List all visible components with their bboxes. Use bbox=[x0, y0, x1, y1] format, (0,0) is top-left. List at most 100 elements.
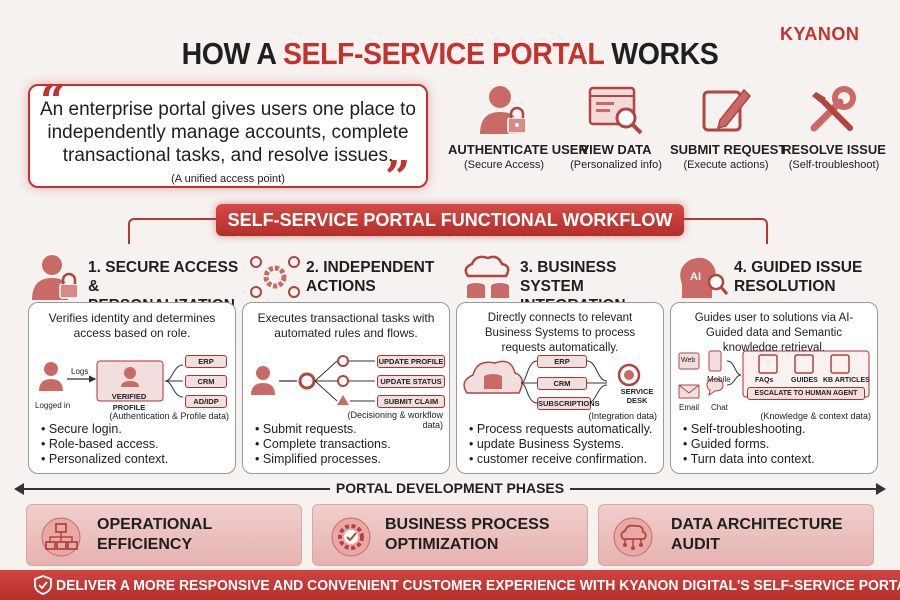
arrow-left-icon bbox=[14, 483, 24, 495]
bullet: Guided forms. bbox=[683, 437, 815, 452]
bullet: Complete transactions. bbox=[255, 437, 391, 452]
bullet: Secure login. bbox=[41, 422, 168, 437]
shield-check-icon bbox=[34, 575, 52, 595]
bullet: Personalized context. bbox=[41, 452, 169, 467]
service-desk-label: SERVICE DESK bbox=[620, 387, 654, 405]
column-3-description: Directly connects to relevant Business S… bbox=[484, 312, 636, 354]
org-chart-icon bbox=[41, 517, 81, 557]
column-4-header: AI 4. GUIDED ISSUE RESOLUTION bbox=[676, 254, 886, 300]
phases-label: PORTAL DEVELOPMENT PHASES bbox=[330, 480, 570, 496]
user-lock-icon bbox=[480, 86, 527, 134]
step-authenticate-user-title: AUTHENTICATE USER bbox=[448, 142, 588, 157]
crm-tag: CRM bbox=[537, 377, 587, 390]
kb-guides-label: GUIDES bbox=[791, 377, 818, 384]
column-2-bullets: Submit requests. Complete transactions. … bbox=[255, 422, 391, 467]
column-4-title: 4. GUIDED ISSUE RESOLUTION bbox=[734, 259, 863, 295]
page-title: HOW A SELF-SERVICE PORTAL WORKS bbox=[181, 36, 719, 71]
column-4-caption: (Knowledge & context data) bbox=[760, 411, 871, 421]
erp-tag: ERP bbox=[537, 355, 587, 368]
bullet: Submit requests. bbox=[255, 422, 391, 437]
phase-1-title: OPERATIONAL EFFICIENCY bbox=[97, 516, 212, 553]
column-2-header: 2. INDEPENDENT ACTIONS bbox=[248, 254, 458, 300]
column-3-bullets: Process requests automatically. update B… bbox=[469, 422, 653, 467]
column-2-card: Executes transactional tasks with automa… bbox=[242, 302, 450, 474]
brand-logo: KYANON bbox=[780, 24, 860, 44]
column-3-header: 3. BUSINESS SYSTEM INTEGRATION bbox=[462, 254, 672, 314]
phase-data-architecture-audit: DATA ARCHITECTURE AUDIT bbox=[598, 504, 874, 566]
close-quote-icon: ” bbox=[385, 152, 411, 203]
step-resolve-issue: RESOLVE ISSUE (Self-troubleshoot) bbox=[778, 84, 890, 171]
step-submit-request: SUBMIT REQUEST (Execute actions) bbox=[670, 84, 787, 171]
bullet: customer receive confirmation. bbox=[469, 452, 652, 467]
pencil-edit-icon bbox=[702, 88, 752, 132]
step-submit-request-sub: (Execute actions) bbox=[683, 159, 769, 171]
bullet: Simplified processes. bbox=[255, 452, 391, 467]
integration-diagram bbox=[463, 360, 641, 404]
kb-faqs-label: FAQs bbox=[755, 377, 774, 384]
browser-magnifier-icon bbox=[588, 86, 643, 135]
step-submit-request-title: SUBMIT REQUEST bbox=[670, 142, 787, 157]
cloud-network-icon bbox=[613, 517, 653, 557]
step-resolve-issue-sub: (Self-troubleshoot) bbox=[788, 159, 880, 171]
update-profile-tag: UPDATE PROFILE bbox=[377, 355, 445, 368]
svg-text:AI: AI bbox=[690, 271, 701, 283]
wrench-screwdriver-icon bbox=[810, 86, 856, 132]
gears-network-icon bbox=[250, 256, 300, 298]
update-status-tag: UPDATE STATUS bbox=[377, 375, 445, 388]
phase-3-title: DATA ARCHITECTURE AUDIT bbox=[671, 516, 843, 553]
column-1-card: Verifies identity and determines access … bbox=[28, 302, 236, 474]
open-quote-icon: “ bbox=[40, 76, 66, 127]
footer-banner: DELIVER A MORE RESPONSIVE AND CONVENIENT… bbox=[0, 570, 900, 600]
phase-operational-efficiency: OPERATIONAL EFFICIENCY bbox=[26, 504, 302, 566]
phase-business-process-optimization: BUSINESS PROCESS OPTIMIZATION bbox=[312, 504, 588, 566]
column-2-caption: (Decisioning & workflow data) bbox=[347, 410, 443, 430]
column-3-caption: (Integration data) bbox=[588, 411, 657, 421]
bullet: Process requests automatically. bbox=[469, 422, 653, 437]
bullet: Role-based access. bbox=[41, 437, 168, 452]
step-authenticate-user-sub: (Secure Access) bbox=[463, 159, 545, 171]
escalate-button: ESCALATE TO HUMAN AGENT bbox=[747, 387, 865, 400]
user-lock-icon bbox=[32, 255, 79, 300]
intro-quote-subtitle: (A unified access point) bbox=[171, 173, 285, 185]
column-1-bullets: Secure login. Role-based access. Persona… bbox=[41, 422, 169, 467]
gear-check-icon bbox=[331, 517, 371, 557]
workflow-banner: SELF-SERVICE PORTAL FUNCTIONAL WORKFLOW bbox=[216, 204, 684, 236]
step-resolve-issue-title: RESOLVE ISSUE bbox=[782, 142, 886, 157]
bullet: update Business Systems. bbox=[469, 437, 652, 452]
column-3-card: Directly connects to relevant Business S… bbox=[456, 302, 664, 474]
column-2-title: 2. INDEPENDENT ACTIONS bbox=[306, 259, 435, 295]
subscriptions-tag: SUBSCRIPTIONS bbox=[537, 397, 600, 410]
step-view-data-sub: (Personalized info) bbox=[570, 159, 662, 171]
channel-chat-label: Chat bbox=[711, 403, 728, 412]
step-view-data: VIEW DATA (Personalized info) bbox=[560, 84, 672, 171]
intro-quote-text: An enterprise portal gives users one pla… bbox=[40, 99, 416, 166]
phase-2-title: BUSINESS PROCESS OPTIMIZATION bbox=[385, 516, 550, 553]
column-1-description: Verifies identity and determines access … bbox=[48, 311, 216, 340]
step-view-data-title: VIEW DATA bbox=[580, 142, 652, 157]
column-1-header: 1. SECURE ACCESS & PERSONALIZATION bbox=[30, 254, 240, 314]
arrow-right-icon bbox=[876, 483, 886, 495]
kb-articles-label: KB ARTICLES bbox=[823, 377, 870, 384]
logs-label: Logs bbox=[71, 367, 89, 376]
action-flow-diagram bbox=[251, 355, 375, 405]
channel-web-label: Web bbox=[681, 357, 696, 364]
column-1-caption: (Authentication & Profile data) bbox=[109, 411, 229, 421]
erp-tag: ERP bbox=[185, 355, 227, 368]
cloud-database-icon bbox=[464, 255, 510, 298]
step-authenticate-user: AUTHENTICATE USER (Secure Access) bbox=[448, 84, 588, 171]
intro-quote-box: “ An enterprise portal gives users one p… bbox=[28, 80, 428, 200]
submit-claim-tag: SUBMIT CLAIM bbox=[377, 395, 445, 408]
ad-idp-tag: AD/IDP bbox=[185, 395, 227, 408]
ai-head-magnifier-icon: AI bbox=[680, 257, 729, 298]
column-4-bullets: Self-troubleshooting. Guided forms. Turn… bbox=[683, 422, 815, 467]
bullet: Turn data into context. bbox=[683, 452, 815, 467]
bullet: Self-troubleshooting. bbox=[683, 422, 815, 437]
verified-profile-label: VERIFIED PROFILE bbox=[111, 392, 147, 412]
channel-mobile-label: Mobile bbox=[707, 375, 731, 384]
logged-in-label: Logged in bbox=[35, 401, 71, 410]
column-4-card: Guides user to solutions via AI-Guided d… bbox=[670, 302, 878, 474]
footer-text: DELIVER A MORE RESPONSIVE AND CONVENIENT… bbox=[56, 577, 900, 594]
auth-flow-diagram bbox=[39, 360, 184, 402]
column-2-description: Executes transactional tasks with automa… bbox=[257, 311, 435, 340]
channel-email-label: Email bbox=[679, 403, 700, 412]
